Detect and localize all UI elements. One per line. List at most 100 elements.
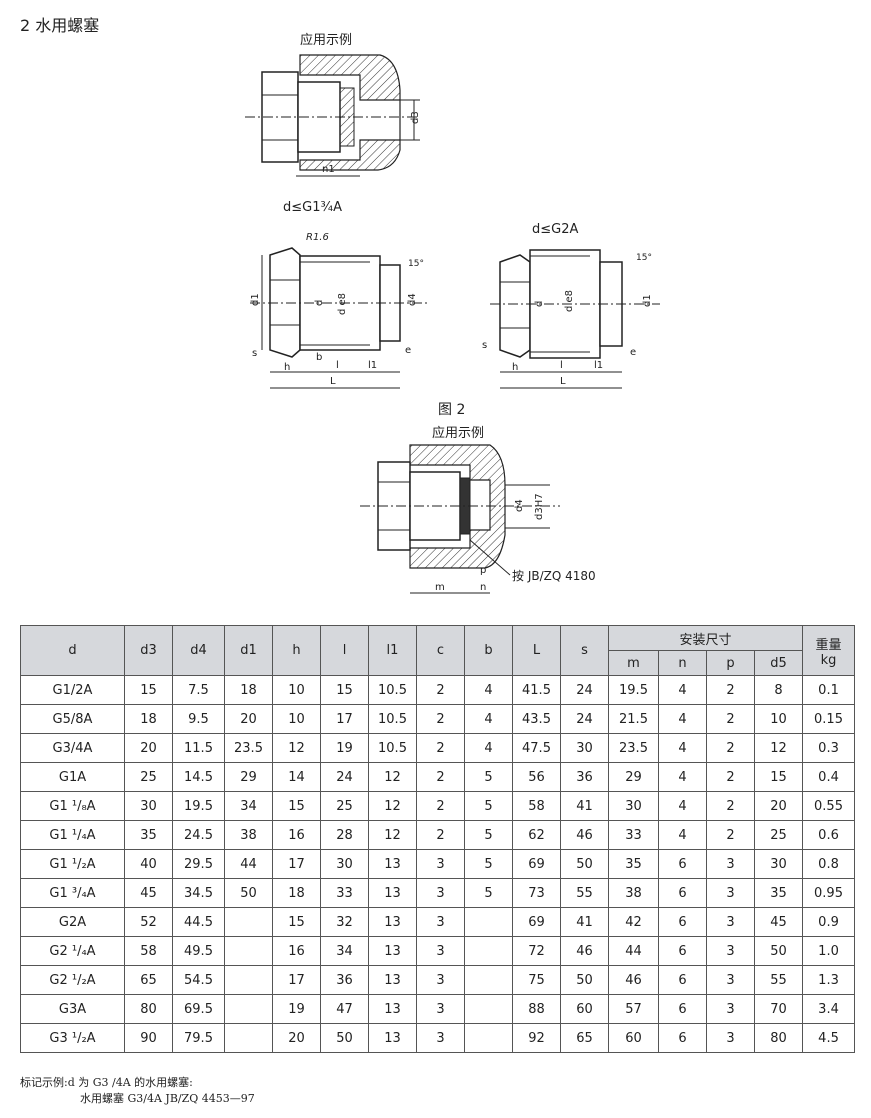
table-cell: 24: [560, 675, 609, 705]
figure-title: 图 2: [438, 402, 465, 418]
dim-d3h7-bottom: d3H7: [534, 493, 545, 520]
table-cell: 4: [658, 733, 707, 763]
table-cell: 19: [320, 733, 369, 763]
table-cell: 42: [608, 907, 659, 937]
table-cell: 19: [272, 994, 321, 1024]
table-cell: 46: [560, 820, 609, 850]
table-cell: 1.0: [802, 936, 856, 966]
dim-L-right: L: [560, 376, 566, 387]
caption-right: d≤G2A: [532, 222, 578, 237]
table-cell: 75: [512, 965, 561, 995]
table-cell: 18: [124, 704, 173, 734]
table-cell: 6: [658, 936, 707, 966]
table-cell: [464, 965, 513, 995]
table-cell: 4: [658, 762, 707, 792]
table-cell: 3: [416, 849, 465, 879]
dim-b-left: b: [316, 352, 322, 363]
table-cell: 2: [416, 762, 465, 792]
dim-angle-left: 15°: [408, 259, 424, 269]
application-example-bottom: 应用示例 d4 d3H7 按 JB/ZQ 4180 p m n: [360, 425, 596, 594]
table-cell: 32: [320, 907, 369, 937]
table-cell: 12: [753, 733, 804, 763]
table-cell: [224, 936, 273, 966]
table-cell: 23.5: [224, 733, 273, 763]
table-cell: 41.5: [512, 675, 561, 705]
table-cell: 73: [512, 878, 561, 908]
col-header: d: [20, 625, 125, 676]
table-cell: 4: [658, 791, 707, 821]
table-cell: 34.5: [172, 878, 225, 908]
thread-size-cell: G3A: [20, 994, 125, 1024]
table-cell: 45: [753, 907, 804, 937]
table-cell: 25: [320, 791, 369, 821]
table-cell: 45: [124, 878, 173, 908]
table-cell: 25: [124, 762, 173, 792]
table-cell: 50: [560, 965, 609, 995]
table-cell: 38: [608, 878, 659, 908]
table-cell: 15: [753, 762, 804, 792]
table-cell: 0.4: [802, 762, 856, 792]
table-cell: [224, 1023, 273, 1053]
table-cell: 35: [753, 878, 804, 908]
dim-h-right: h: [512, 362, 518, 373]
table-cell: 30: [560, 733, 609, 763]
page-heading: 2 水用螺塞: [20, 16, 100, 35]
weight-header: 重量 kg: [802, 625, 856, 676]
table-cell: 21.5: [608, 704, 659, 734]
table-cell: 62: [512, 820, 561, 850]
dim-l-right: l: [560, 360, 563, 371]
table-cell: 3: [706, 878, 755, 908]
table-cell: 17: [272, 849, 321, 879]
table-cell: 72: [512, 936, 561, 966]
table-cell: 65: [124, 965, 173, 995]
dim-r: R1.6: [306, 232, 329, 243]
example-label-bottom: 应用示例: [432, 425, 484, 441]
table-cell: 2: [706, 762, 755, 792]
dim-s-right: s: [482, 340, 487, 351]
dim-l1-right: l1: [594, 360, 603, 371]
table-cell: 4: [464, 704, 513, 734]
thread-size-cell: G3/4A: [20, 733, 125, 763]
table-cell: 46: [560, 936, 609, 966]
table-cell: 57: [608, 994, 659, 1024]
dim-e-left: e: [405, 345, 411, 356]
table-cell: 5: [464, 849, 513, 879]
table-cell: 3: [416, 994, 465, 1024]
table-cell: [464, 994, 513, 1024]
table-cell: 79.5: [172, 1023, 225, 1053]
thread-size-cell: G2 ¹/₄A: [20, 936, 125, 966]
table-cell: 13: [368, 936, 417, 966]
table-cell: 13: [368, 1023, 417, 1053]
col-header: h: [272, 625, 321, 676]
table-cell: 18: [272, 878, 321, 908]
table-cell: 0.95: [802, 878, 856, 908]
table-cell: 15: [272, 907, 321, 937]
table-cell: 36: [320, 965, 369, 995]
table-cell: 4.5: [802, 1023, 856, 1053]
table-cell: 49.5: [172, 936, 225, 966]
table-cell: 11.5: [172, 733, 225, 763]
table-cell: 2: [706, 675, 755, 705]
table-cell: [224, 965, 273, 995]
table-cell: [464, 1023, 513, 1053]
table-cell: 23.5: [608, 733, 659, 763]
table-cell: 29.5: [172, 849, 225, 879]
table-cell: 35: [608, 849, 659, 879]
thread-size-cell: G1 ³/₄A: [20, 878, 125, 908]
table-cell: 3: [706, 907, 755, 937]
col-header: m: [608, 650, 659, 676]
table-cell: 80: [124, 994, 173, 1024]
table-cell: 4: [658, 704, 707, 734]
table-cell: 6: [658, 907, 707, 937]
table-cell: 33: [608, 820, 659, 850]
table-cell: 17: [320, 704, 369, 734]
table-cell: [464, 907, 513, 937]
